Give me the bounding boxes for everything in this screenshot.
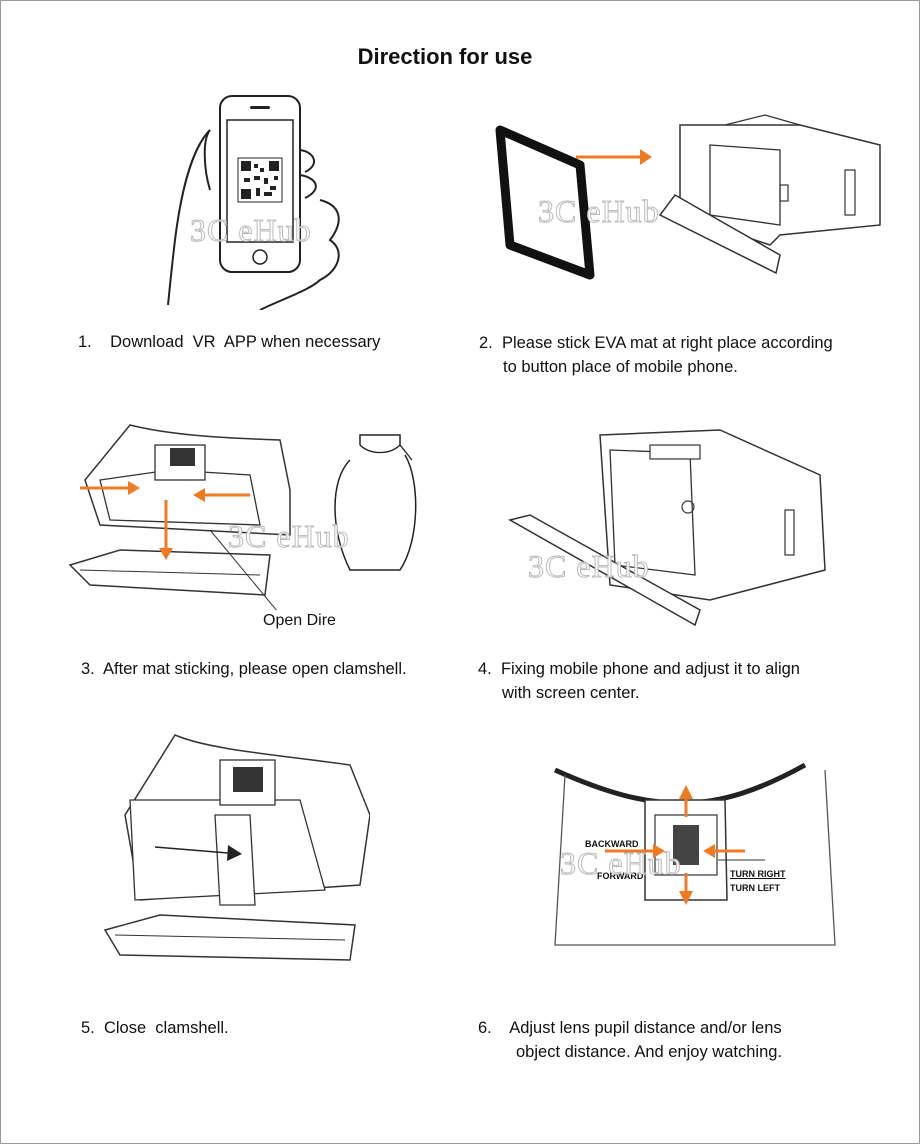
close-clamshell-illustration [100,725,370,970]
page-title: Direction for use [0,44,890,70]
turn-left-label: TURN LEFT [730,883,780,893]
watermark: 3C eHub [538,193,660,230]
open-clamshell-illustration [60,420,440,610]
phone-qr-illustration [140,90,380,310]
step-instruction: Close clamshell. [104,1019,229,1037]
step-instruction: Fixing mobile phone and adjust it to ali… [501,660,800,678]
step-6-text-line2: object distance. And enjoy watching. [516,1040,782,1064]
fix-phone-illustration [500,425,840,630]
watermark: 3C eHub [228,518,350,555]
watermark: 3C eHub [190,212,312,249]
step-instruction: Adjust lens pupil distance and/or lens [509,1019,781,1037]
watermark: 3C eHub [528,548,650,585]
step-number: 4. [478,660,492,678]
step-number: 6. [478,1019,492,1037]
step-number: 5. [81,1019,95,1037]
step-2-text-line2: to button place of mobile phone. [503,355,738,379]
open-direction-label: Open Dire [263,612,336,630]
step-number: 1. [78,333,92,351]
step-4-text: 4. Fixing mobile phone and adjust it to … [478,657,800,681]
step-instruction: Please stick EVA mat at right place acco… [502,334,833,352]
step-instruction: Download VR APP when necessary [110,333,380,351]
step-number: 2. [479,334,493,352]
step-1-text: 1. Download VR APP when necessary [78,330,380,354]
step-number: 3. [81,660,95,678]
step-4-text-line2: with screen center. [502,681,640,705]
qr-code-icon [238,158,282,202]
step-5-text: 5. Close clamshell. [81,1016,229,1040]
step-3-text: 3. After mat sticking, please open clams… [81,657,407,681]
step-instruction: After mat sticking, please open clamshel… [103,660,407,678]
turn-right-label: TURN RIGHT [730,869,786,879]
step-6-text: 6. Adjust lens pupil distance and/or len… [478,1016,782,1040]
step-2-text: 2. Please stick EVA mat at right place a… [479,331,833,355]
watermark: 3C eHub [560,845,682,882]
